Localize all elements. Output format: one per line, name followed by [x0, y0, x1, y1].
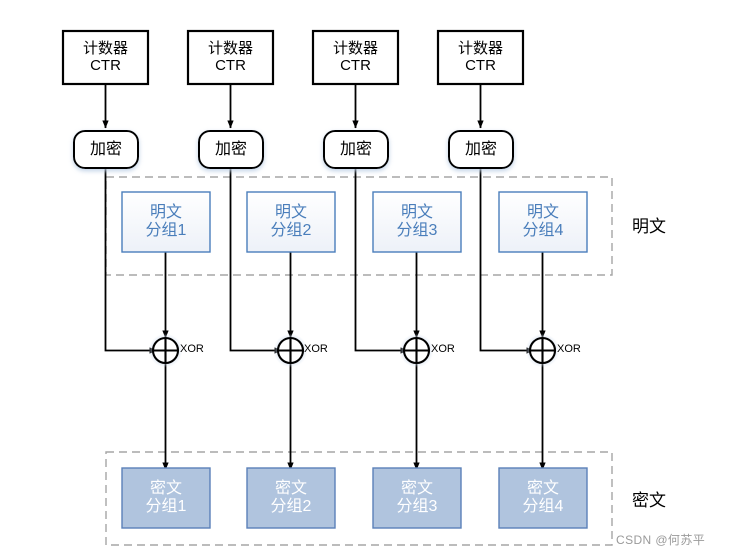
counter-box-1[interactable] — [61, 29, 150, 86]
plaintext-box-4[interactable] — [498, 191, 588, 253]
xor-node-4[interactable] — [525, 333, 560, 368]
plaintext-box-1[interactable] — [121, 191, 211, 253]
xor-label-2: XOR — [304, 343, 328, 355]
ciphertext-box-4[interactable] — [498, 467, 588, 529]
counter-box-4[interactable] — [436, 29, 525, 86]
xor-label-3: XOR — [431, 343, 455, 355]
watermark-text: CSDN @何苏平 — [616, 533, 706, 547]
encrypt-box-1[interactable] — [73, 130, 139, 169]
encrypt-box-2[interactable] — [198, 130, 264, 169]
group-label-ciphertext: 密文 — [632, 491, 666, 510]
encrypt-box-3[interactable] — [323, 130, 389, 169]
xor-node-3[interactable] — [399, 333, 434, 368]
xor-node-2[interactable] — [273, 333, 308, 368]
ciphertext-box-2[interactable] — [246, 467, 336, 529]
connector-encrypt-to-xor-4 — [479, 168, 535, 354]
ciphertext-box-1[interactable] — [121, 467, 211, 529]
xor-node-1[interactable] — [148, 333, 183, 368]
xor-label-1: XOR — [180, 343, 204, 355]
connector-encrypt-to-xor-2 — [229, 168, 283, 354]
counter-box-2[interactable] — [186, 29, 275, 86]
group-label-plaintext: 明文 — [632, 217, 666, 236]
ciphertext-box-3[interactable] — [372, 467, 462, 529]
xor-label-4: XOR — [557, 343, 581, 355]
plaintext-box-3[interactable] — [372, 191, 462, 253]
encrypt-box-4[interactable] — [448, 130, 514, 169]
plaintext-box-2[interactable] — [246, 191, 336, 253]
connector-encrypt-to-xor-3 — [354, 168, 409, 354]
ciphertext-group-container — [105, 451, 613, 546]
connector-encrypt-to-xor-1 — [104, 168, 158, 354]
counter-box-3[interactable] — [311, 29, 400, 86]
